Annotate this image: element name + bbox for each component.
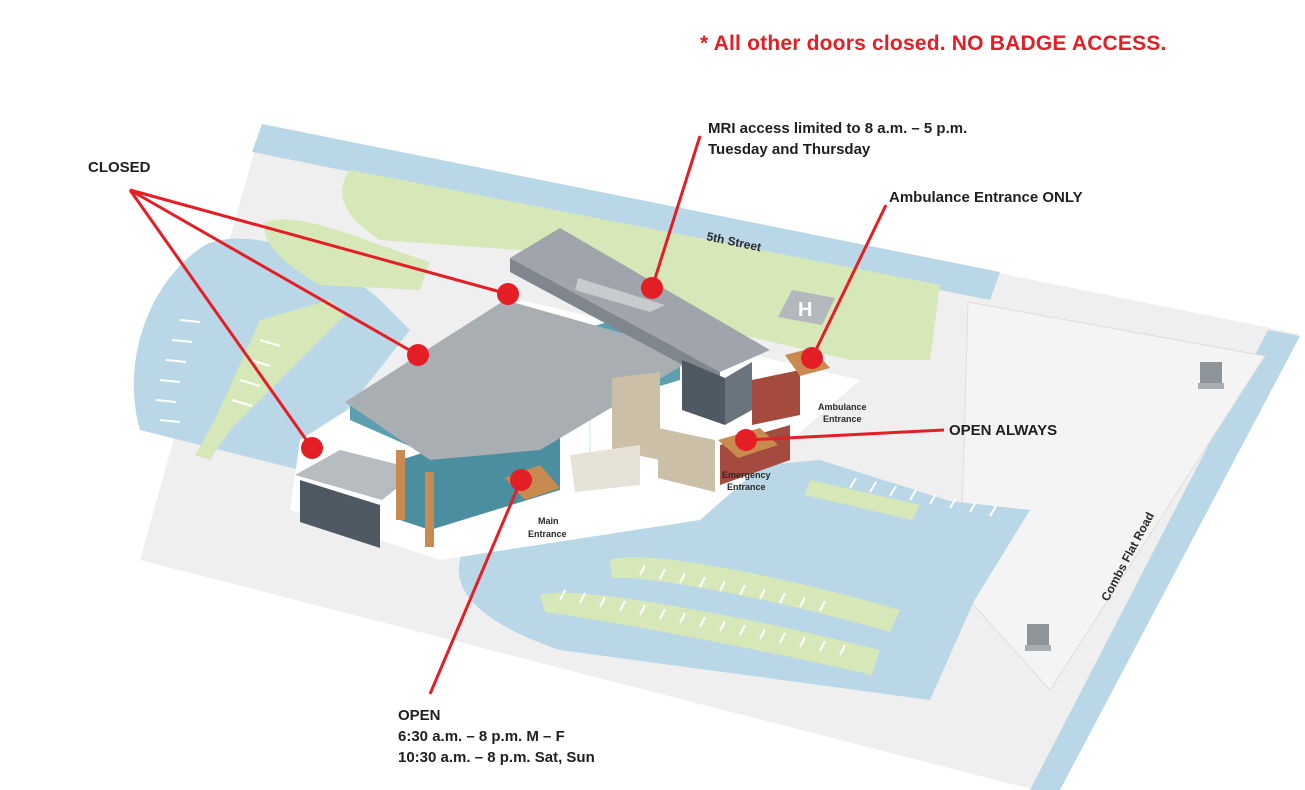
main-roof [345, 300, 700, 460]
combs-flat-road [1030, 330, 1300, 790]
callout-closed: CLOSED [88, 157, 151, 178]
east-parking [760, 480, 1030, 640]
marker-dot [510, 469, 532, 491]
marker-dot [497, 283, 519, 305]
emergency-label-2: Entrance [727, 482, 766, 492]
marker-dot [735, 429, 757, 451]
ambulance-label-1: Ambulance [818, 402, 867, 412]
open-hours-weekday: 6:30 a.m. – 8 p.m. M – F [398, 728, 565, 745]
marker-dot [641, 277, 663, 299]
marker-dots [301, 277, 823, 491]
leader-lines [128, 135, 945, 695]
tower [682, 360, 725, 425]
fifth-street [252, 124, 1000, 300]
callout-open-always: OPEN ALWAYS [949, 420, 1057, 441]
open-always-label: OPEN ALWAYS [949, 422, 1058, 439]
west-wing-roof [295, 450, 420, 500]
open-hours-weekend: 10:30 a.m. – 8 p.m. Sat, Sun [398, 749, 595, 766]
helipad-icon: H [798, 299, 812, 321]
marker-dot [801, 347, 823, 369]
main-entrance-label-2: Entrance [528, 529, 567, 539]
ambulance-only-label: Ambulance Entrance ONLY [889, 189, 1083, 206]
east-lot [959, 301, 1266, 691]
open-title: OPEN [398, 707, 441, 724]
mri-line-2: Tuesday and Thursday [708, 141, 871, 158]
callout-open-hours: OPEN 6:30 a.m. – 8 p.m. M – F 10:30 a.m.… [398, 705, 595, 768]
west-wing-front [300, 480, 380, 548]
marker-dot [407, 344, 429, 366]
helipad: H [778, 290, 835, 325]
monument-sign-icon [1198, 362, 1224, 389]
stone-block [658, 428, 715, 492]
emergency-label-1: Emergency [722, 470, 771, 480]
parking-stripes [155, 319, 997, 656]
mri-line-1: MRI access limited to 8 a.m. – 5 p.m. [708, 120, 968, 137]
marker-dot [301, 437, 323, 459]
hospital-building [290, 228, 860, 560]
ambulance-label-2: Entrance [823, 414, 862, 424]
callout-mri: MRI access limited to 8 a.m. – 5 p.m. Tu… [708, 118, 967, 160]
callout-ambulance-only: Ambulance Entrance ONLY [889, 187, 1083, 208]
no-badge-notice: * All other doors closed. NO BADGE ACCES… [700, 32, 1167, 55]
closed-label: CLOSED [88, 159, 151, 176]
monument-sign-icon [1025, 624, 1051, 651]
main-entrance-label-1: Main [538, 516, 559, 526]
